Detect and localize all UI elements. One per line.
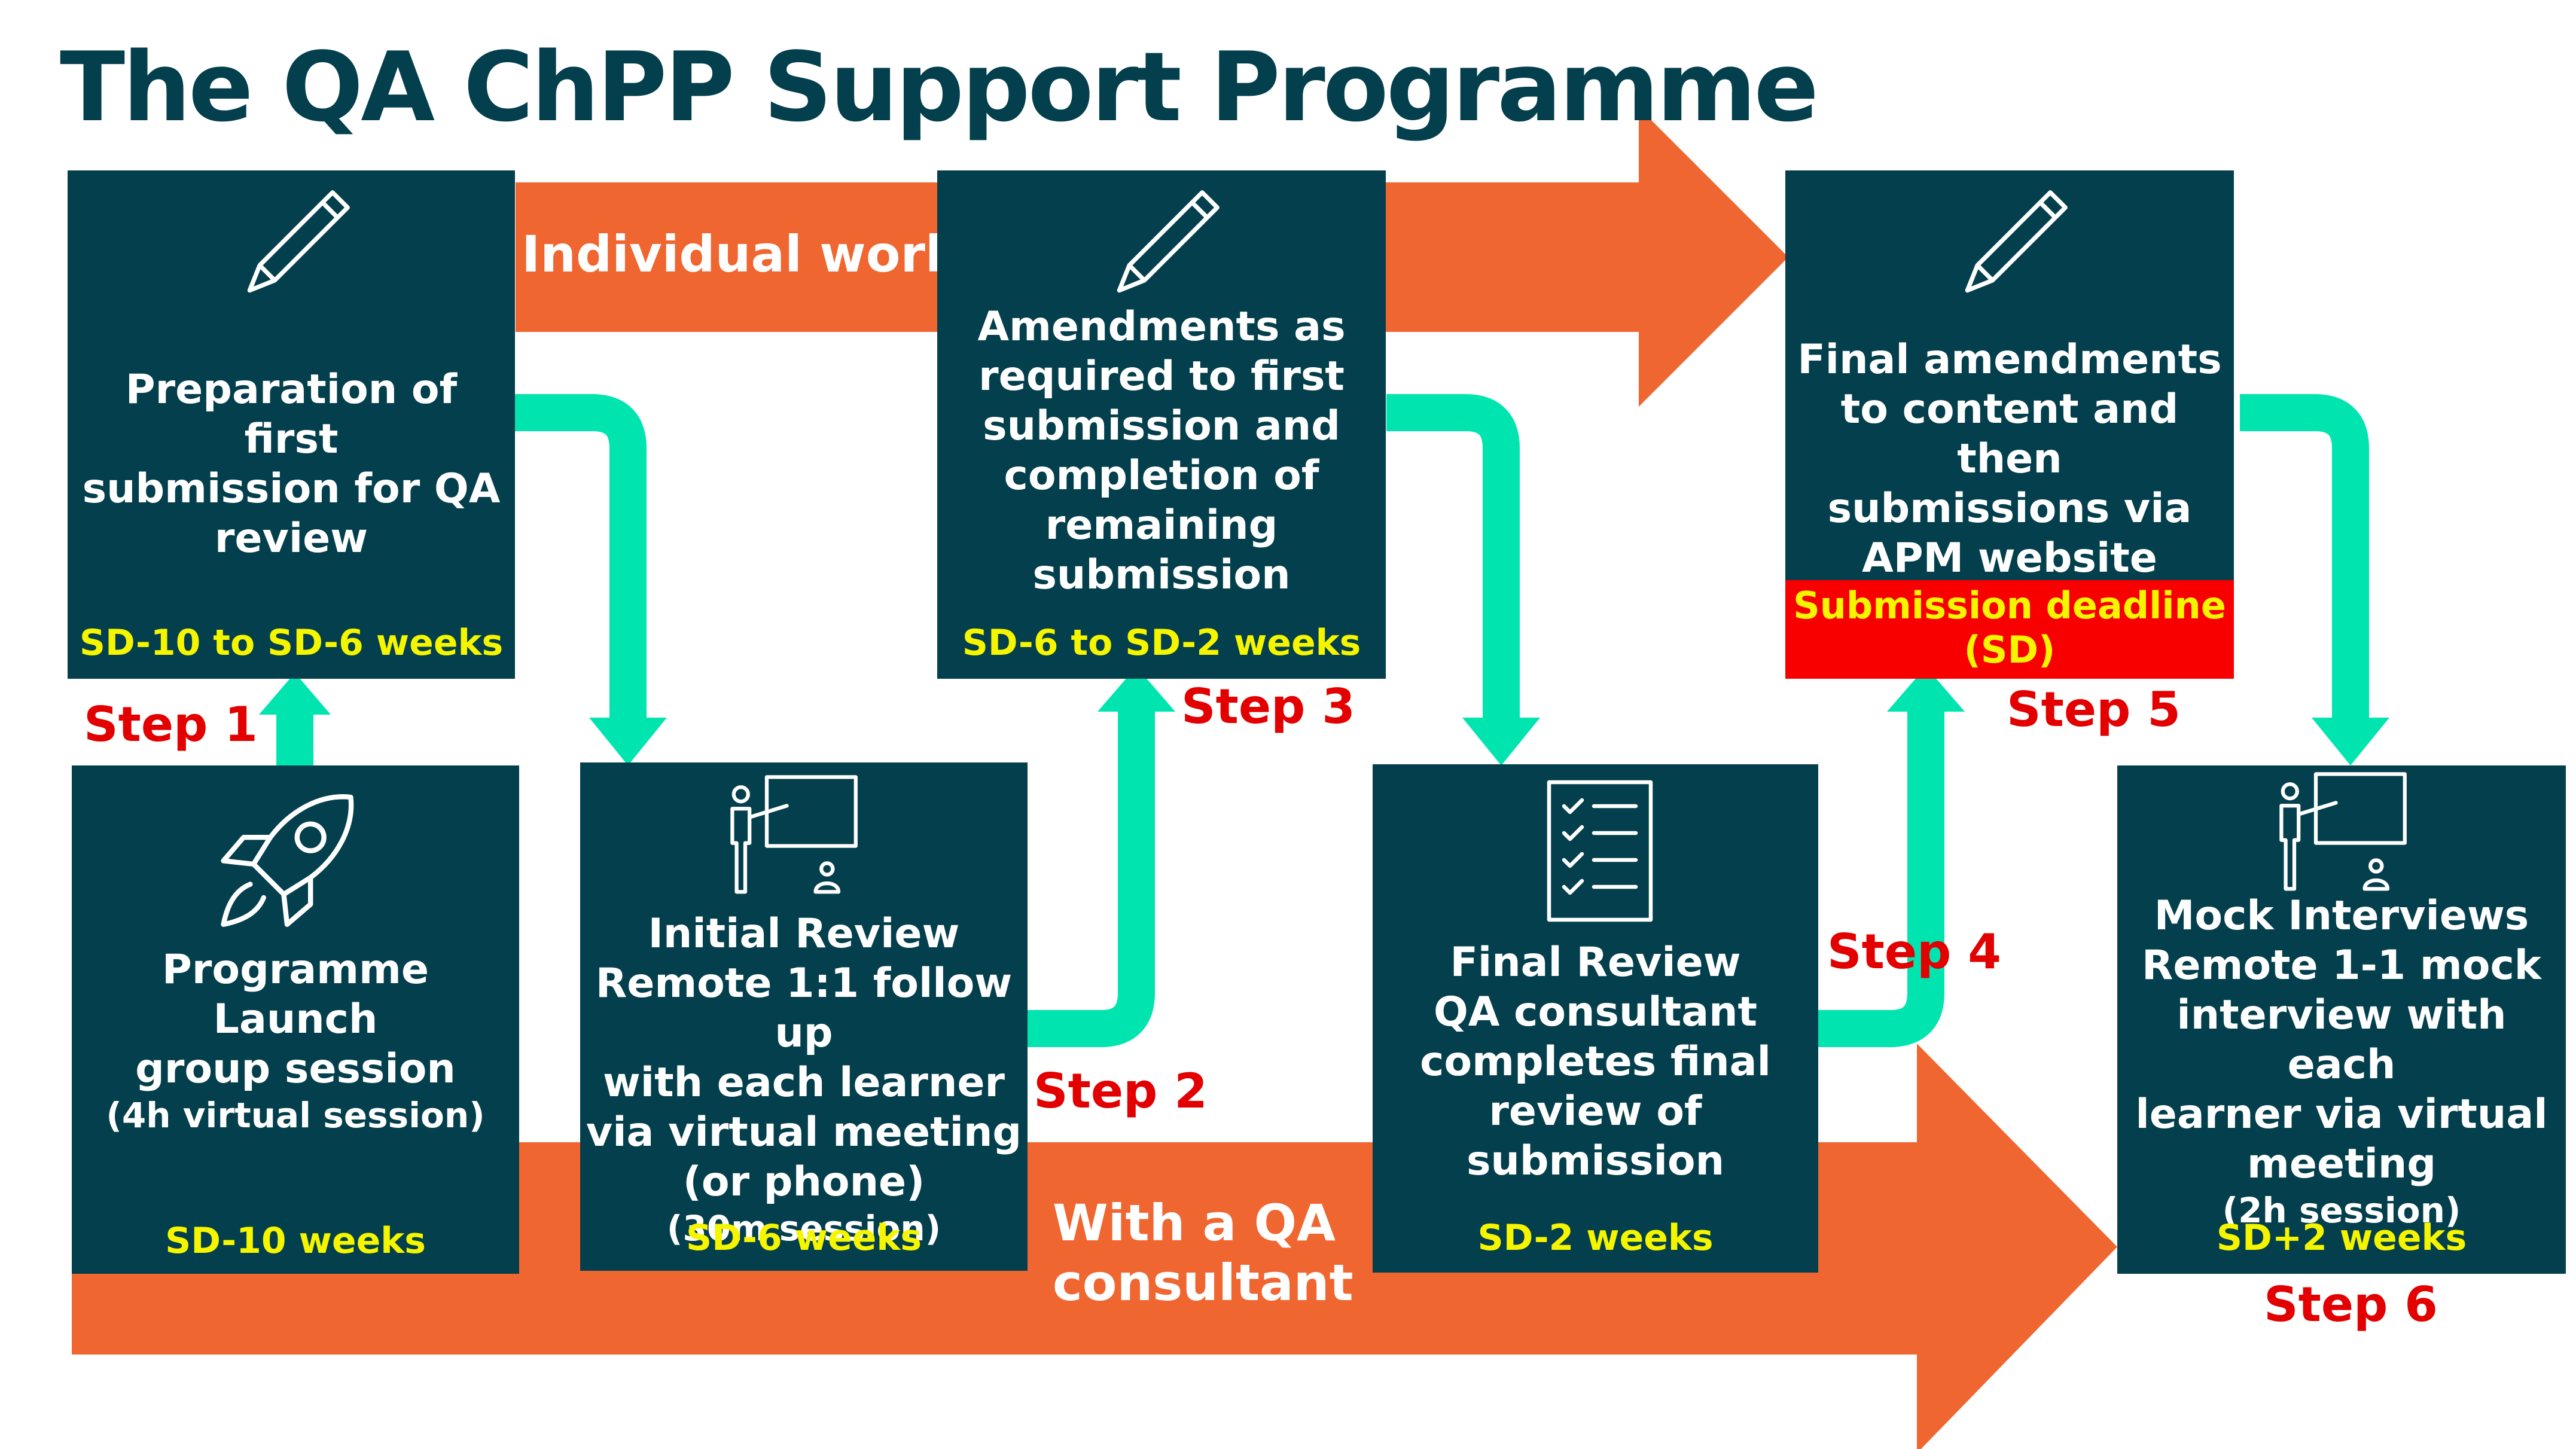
mock-timing: SD+2 weeks <box>2216 1217 2467 1259</box>
initial-sub: (30m session) <box>666 1208 941 1249</box>
final-review-line-1: Final Review <box>1450 939 1741 986</box>
presenter-icon <box>2279 772 2407 891</box>
pencil-icon <box>1117 190 1220 293</box>
pencil-icon <box>1965 190 2068 293</box>
step-3-label: Step 3 <box>1181 679 1355 734</box>
launch-sub: (4h virtual session) <box>106 1095 485 1136</box>
amend-line-5: remaining <box>1045 502 1278 549</box>
pencil-icon <box>247 190 350 293</box>
presenter-icon <box>730 775 858 894</box>
programme-launch-box: Programme Launch group session (4h virtu… <box>72 765 519 1274</box>
deadline-line-2: (SD) <box>1964 628 2056 672</box>
submission-deadline-banner: Submission deadline (SD) <box>1785 580 2234 679</box>
mock-line-5: meeting <box>2247 1140 2436 1188</box>
mock-line-3: interview with each <box>2176 992 2507 1088</box>
amend-line-6: submission <box>1032 551 1291 599</box>
prep-line-2: submission for QA <box>82 465 501 513</box>
deadline-line-1: Submission deadline <box>1793 584 2226 627</box>
mock-sub: (2h session) <box>2222 1190 2461 1231</box>
final-amend-line-1: Final amendments <box>1797 336 2222 383</box>
teal-connectors <box>276 394 2369 1047</box>
amendments-box: Amendments as required to first submissi… <box>937 170 1386 679</box>
launch-timing: SD-10 weeks <box>165 1220 426 1262</box>
mock-line-4: learner via virtual <box>2135 1091 2548 1138</box>
step-2-label: Step 2 <box>1034 1063 1208 1119</box>
final-amend-line-4: APM website <box>1862 535 2157 582</box>
amend-line-2: required to first <box>978 353 1345 400</box>
qa-consultant-label-line1: With a QA <box>1053 1194 1336 1252</box>
prep-line-1: Preparation of first <box>125 366 458 463</box>
rocket-icon <box>221 794 354 927</box>
step-5-label: Step 5 <box>2007 682 2181 737</box>
final-review-line-2: QA consultant <box>1433 989 1758 1036</box>
step-4-label: Step 4 <box>1827 924 2001 980</box>
final-amend-line-2: to content and then <box>1840 386 2179 483</box>
amend-timing: SD-6 to SD-2 weeks <box>962 622 1361 664</box>
launch-line-2: group session <box>135 1045 456 1093</box>
step-6-label: Step 6 <box>2264 1277 2438 1332</box>
initial-line-4: via virtual meeting <box>586 1109 1022 1156</box>
final-review-timing: SD-2 weeks <box>1477 1217 1714 1259</box>
prep-timing: SD-10 to SD-6 weeks <box>79 622 504 664</box>
final-amend-line-3: submissions via <box>1827 485 2192 532</box>
step-1-label: Step 1 <box>84 697 258 752</box>
final-review-box: Final Review QA consultant completes fin… <box>1373 764 1818 1273</box>
initial-line-1: Initial Review <box>648 910 960 957</box>
initial-line-5: (or phone) <box>682 1158 925 1206</box>
amend-line-1: Amendments as <box>977 303 1346 350</box>
teal-arrowheads <box>259 667 2389 765</box>
checklist-icon <box>1547 780 1653 922</box>
prep-line-3: review <box>214 515 368 562</box>
launch-line-1: Programme Launch <box>161 946 429 1043</box>
final-amendments-box: Final amendments to content and then sub… <box>1785 170 2234 679</box>
mock-line-1: Mock Interviews <box>2154 892 2529 939</box>
initial-line-2: Remote 1:1 follow up <box>595 960 1013 1057</box>
initial-timing: SD-6 weeks <box>685 1217 922 1259</box>
page-title: The QA ChPP Support Programme <box>60 31 1819 143</box>
final-review-line-5: submission <box>1466 1137 1725 1185</box>
mock-line-2: Remote 1-1 mock <box>2142 942 2541 989</box>
preparation-box: Preparation of first submission for QA r… <box>68 170 515 679</box>
amend-line-3: submission and <box>983 402 1340 450</box>
initial-line-3: with each learner <box>602 1059 1005 1106</box>
initial-review-box: Initial Review Remote 1:1 follow up with… <box>580 762 1028 1271</box>
mock-interviews-box: Mock Interviews Remote 1-1 mock intervie… <box>2117 765 2566 1274</box>
individual-work-label: Individual work <box>522 225 959 283</box>
final-review-line-4: review of <box>1489 1088 1702 1135</box>
amend-line-4: completion of <box>1004 452 1319 499</box>
qa-consultant-label-line2: consultant <box>1053 1253 1353 1312</box>
final-review-line-3: completes final <box>1420 1038 1771 1085</box>
